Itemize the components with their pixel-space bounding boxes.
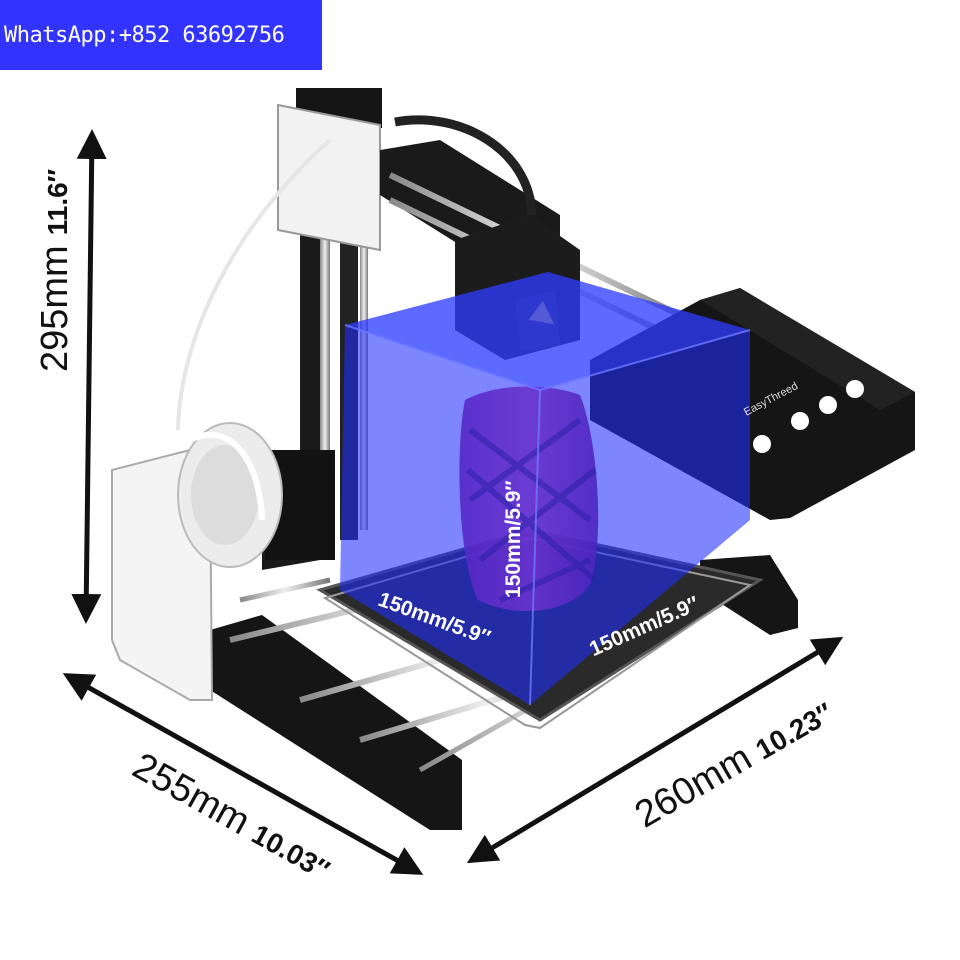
width-arrow [62,673,424,875]
depth-arrow [466,636,844,864]
height-dimension-label: 295mm 11.6′′ [34,169,77,372]
contact-banner: WhatsApp:+852 63692756 [0,0,322,70]
height-mm: 295mm [34,245,76,372]
height-arrow [71,129,107,624]
contact-banner-text: WhatsApp:+852 63692756 [4,22,285,48]
height-inch: 11.6′′ [42,168,73,236]
cube-z-label: 150mm/5.9′′ [502,480,525,598]
spool-holder [111,422,283,701]
filament-tube [176,138,332,431]
build-volume-cube [340,272,751,706]
